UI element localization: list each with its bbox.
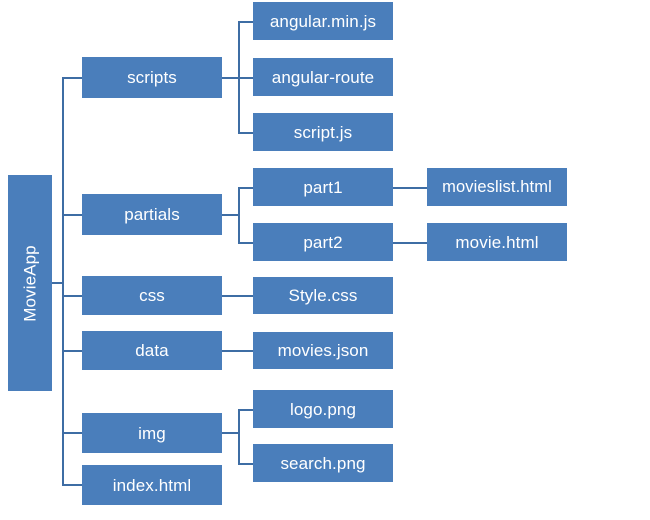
connector-spine-to-data (62, 350, 82, 352)
node-movieslist-html[interactable]: movieslist.html (427, 168, 567, 206)
connector-partials-to-part2 (238, 242, 254, 244)
node-angular-min-js[interactable]: angular.min.js (253, 2, 393, 40)
node-css[interactable]: css (82, 276, 222, 315)
connector-partials-stub (222, 214, 238, 216)
node-angular-route[interactable]: angular-route (253, 58, 393, 96)
node-part2[interactable]: part2 (253, 223, 393, 261)
connector-partials-to-part1 (238, 187, 254, 189)
node-part1[interactable]: part1 (253, 168, 393, 206)
connector-scripts-to-angularmin (238, 21, 254, 23)
node-data[interactable]: data (82, 331, 222, 370)
connector-img-spine (238, 409, 240, 464)
connector-part1-to-movieslist (393, 187, 427, 189)
connector-spine-to-css (62, 295, 82, 297)
connector-img-to-searchpng (238, 463, 254, 465)
node-style-css[interactable]: Style.css (253, 277, 393, 314)
connector-spine-to-img (62, 432, 82, 434)
connector-css-to-stylecss (222, 295, 254, 297)
connector-spine-to-index (62, 484, 82, 486)
connector-img-stub (222, 432, 238, 434)
connector-root-stub (52, 282, 64, 284)
connector-partials-spine (238, 187, 240, 243)
node-script-js[interactable]: script.js (253, 113, 393, 151)
connector-spine-to-scripts (62, 77, 82, 79)
node-root-movieapp[interactable]: MovieApp (8, 175, 52, 391)
node-img[interactable]: img (82, 413, 222, 453)
connector-img-to-logopng (238, 409, 254, 411)
connector-scripts-stub (222, 77, 238, 79)
node-search-png[interactable]: search.png (253, 444, 393, 482)
node-logo-png[interactable]: logo.png (253, 390, 393, 428)
connector-spine-to-partials (62, 214, 82, 216)
connector-part2-to-movie (393, 242, 427, 244)
connector-data-to-moviesjson (222, 350, 254, 352)
node-root-label: MovieApp (20, 244, 40, 322)
connector-root-spine (62, 78, 64, 486)
connector-scripts-to-angularroute (238, 77, 254, 79)
node-scripts[interactable]: scripts (82, 57, 222, 98)
connector-scripts-to-scriptjs (238, 132, 254, 134)
node-movies-json[interactable]: movies.json (253, 332, 393, 369)
node-partials[interactable]: partials (82, 194, 222, 235)
node-movie-html[interactable]: movie.html (427, 223, 567, 261)
node-index-html[interactable]: index.html (82, 465, 222, 505)
